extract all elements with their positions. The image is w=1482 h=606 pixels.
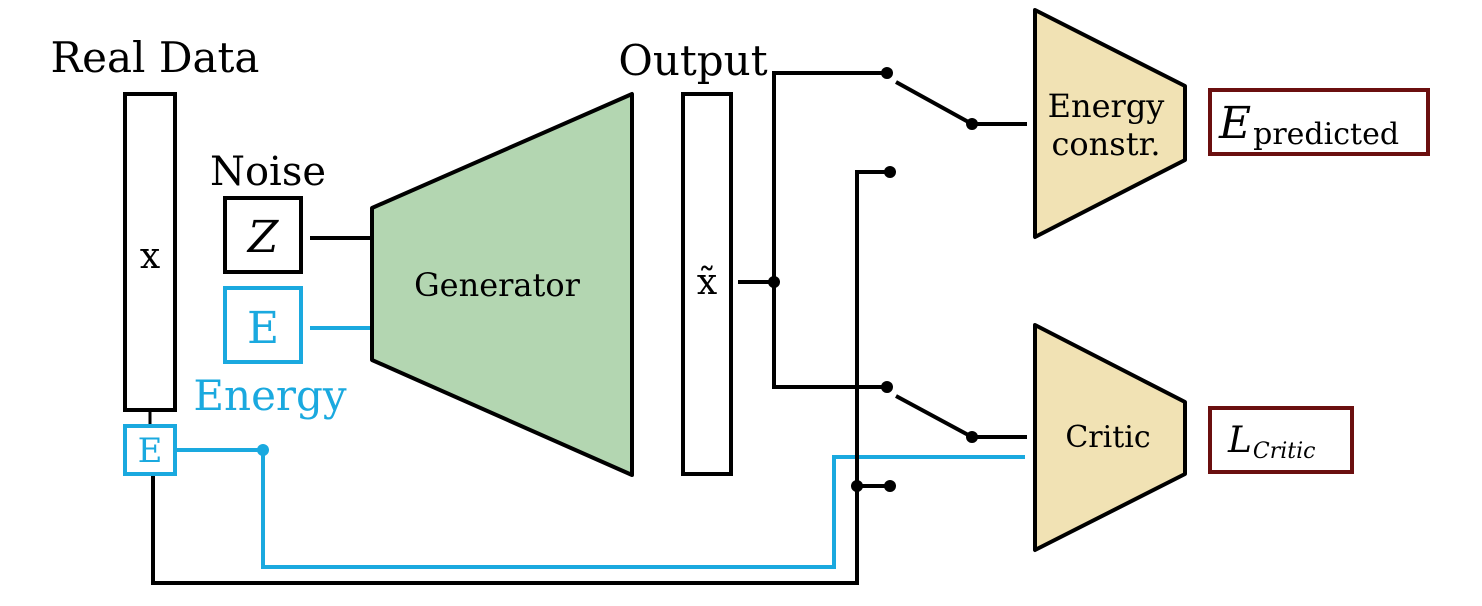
switch-bottom-contact-a	[881, 381, 893, 393]
output-x-tilde-box	[681, 92, 733, 476]
e-predicted-box	[1208, 88, 1430, 156]
noise-z-box	[223, 196, 303, 274]
real-x-branch-line	[151, 170, 890, 585]
switch-top-contact-a	[881, 67, 893, 79]
energy-input-label: E	[247, 303, 279, 354]
energy-title: Energy	[193, 371, 347, 420]
l-critic-box	[1208, 406, 1354, 474]
output-title: Output	[618, 36, 767, 85]
e-predicted-sub: predicted	[1253, 117, 1399, 152]
generator-label: Generator	[414, 266, 581, 304]
switch-top-contact-b	[884, 166, 896, 178]
output-x-tilde-label: x̃	[697, 262, 717, 303]
energy-input-box	[223, 286, 303, 364]
e-predicted-base: E	[1218, 98, 1251, 149]
switch-bottom-arm	[895, 394, 973, 439]
noise-title: Noise	[210, 149, 326, 195]
real-data-title: Real Data	[51, 33, 260, 82]
l-critic-sub: Critic	[1253, 439, 1316, 464]
l-critic-base: L	[1227, 420, 1252, 461]
switch-bottom-contact-b	[884, 480, 896, 492]
energy-constr-label-line1: Energy	[1048, 87, 1165, 125]
switch-top-arm	[895, 80, 973, 126]
real-data-x-box	[123, 92, 177, 412]
energy-junction-dot	[257, 444, 269, 456]
energy-to-critic-line	[261, 450, 1025, 569]
energy-constr-label-line2: constr.	[1051, 125, 1160, 163]
output-junction-dot	[768, 276, 780, 288]
real-x-junction-dot	[851, 480, 863, 492]
l-critic-label: LCritic	[1227, 420, 1316, 464]
real-data-x-label: x	[140, 236, 160, 277]
critic-block	[1033, 323, 1187, 552]
noise-z-label: Z	[246, 212, 280, 263]
real-energy-box	[123, 424, 177, 476]
output-branch-line	[772, 71, 887, 389]
critic-label: Critic	[1065, 420, 1150, 455]
e-predicted-label: Epredicted	[1218, 98, 1399, 152]
generator-block	[370, 92, 634, 477]
real-energy-label: E	[138, 431, 163, 471]
energy-constr-block	[1033, 8, 1187, 239]
